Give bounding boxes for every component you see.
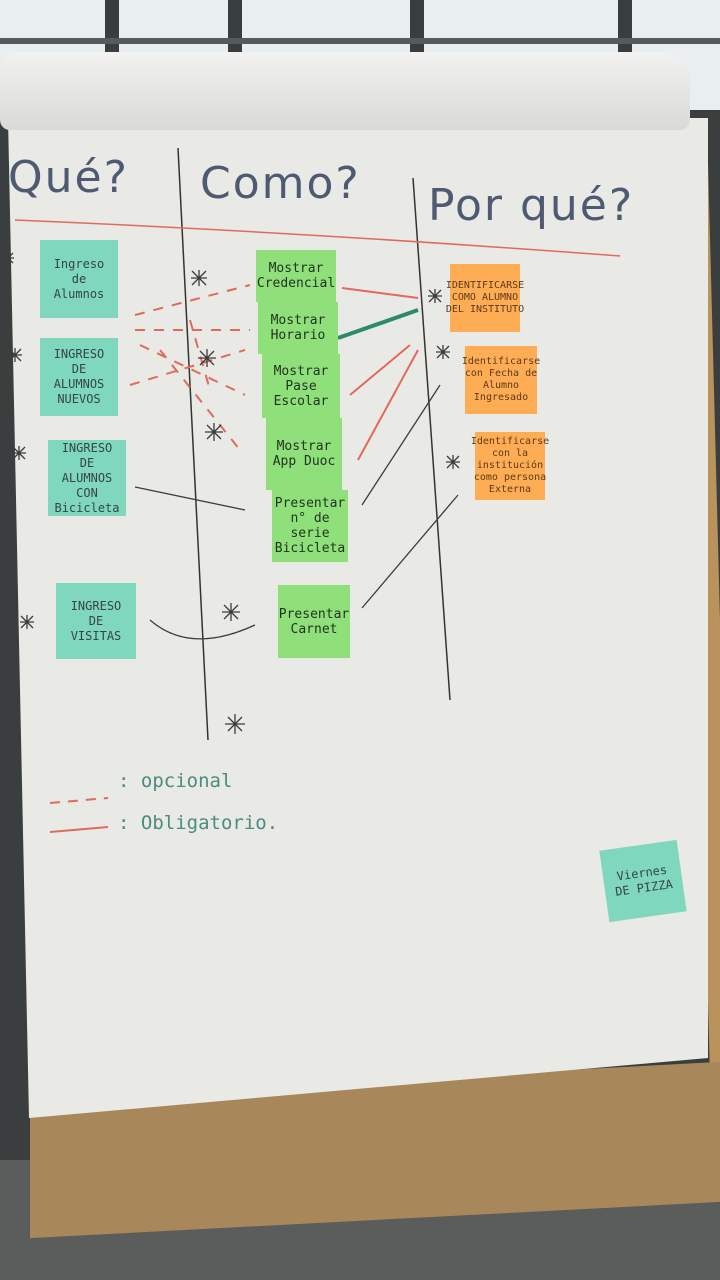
sticky-note-como: Mostrar Horario	[258, 302, 338, 354]
sticky-note-que: INGRESO DE VISITAS	[56, 583, 136, 659]
dark-arrows	[134, 384, 459, 640]
header-que: Qué?	[8, 152, 129, 203]
legend-optional-arrow	[49, 797, 109, 804]
header-como: Como?	[200, 158, 361, 209]
legend-mandatory-label: : Obligatorio.	[118, 812, 279, 834]
legend-mandatory-arrow	[49, 826, 109, 833]
header-underline	[14, 219, 621, 257]
sticky-note-como: Mostrar Pase Escolar	[262, 354, 340, 418]
corner-sticky-note: Viernes DE PIZZA	[599, 839, 687, 923]
legend-optional-label: : opcional	[118, 770, 233, 792]
column-divider	[177, 147, 209, 741]
sticky-note-como: Mostrar App Duoc	[266, 418, 342, 490]
sticky-note-porque: Identificarse con Fecha de Alumno Ingres…	[462, 346, 540, 414]
asterisk-marks	[2, 252, 460, 734]
paper-roll	[0, 52, 690, 130]
sticky-note-porque: IDENTIFICARSE COMO ALUMNO DEL INSTITUTO	[446, 264, 524, 332]
header-porque: Por qué?	[428, 180, 635, 231]
sticky-note-que: INGRESO DE ALUMNOS CON Bicicleta	[48, 440, 126, 516]
sticky-note-como: Mostrar Credencial	[256, 250, 336, 302]
sticky-note-que: INGRESO DE ALUMNOS NUEVOS	[40, 338, 118, 416]
sticky-note-como: Presentar Carnet	[278, 585, 350, 658]
sticky-note-como: Presentar n° de serie Bicicleta	[272, 490, 348, 562]
mandatory-arrows	[341, 287, 419, 461]
optional-arrows	[129, 284, 251, 451]
green-marker-arrow	[337, 308, 419, 340]
column-divider	[412, 177, 451, 701]
sticky-note-porque: Identificarse con la institución como pe…	[471, 432, 549, 500]
window-frame	[0, 38, 720, 44]
sticky-note-que: Ingreso de Alumnos	[40, 240, 118, 318]
